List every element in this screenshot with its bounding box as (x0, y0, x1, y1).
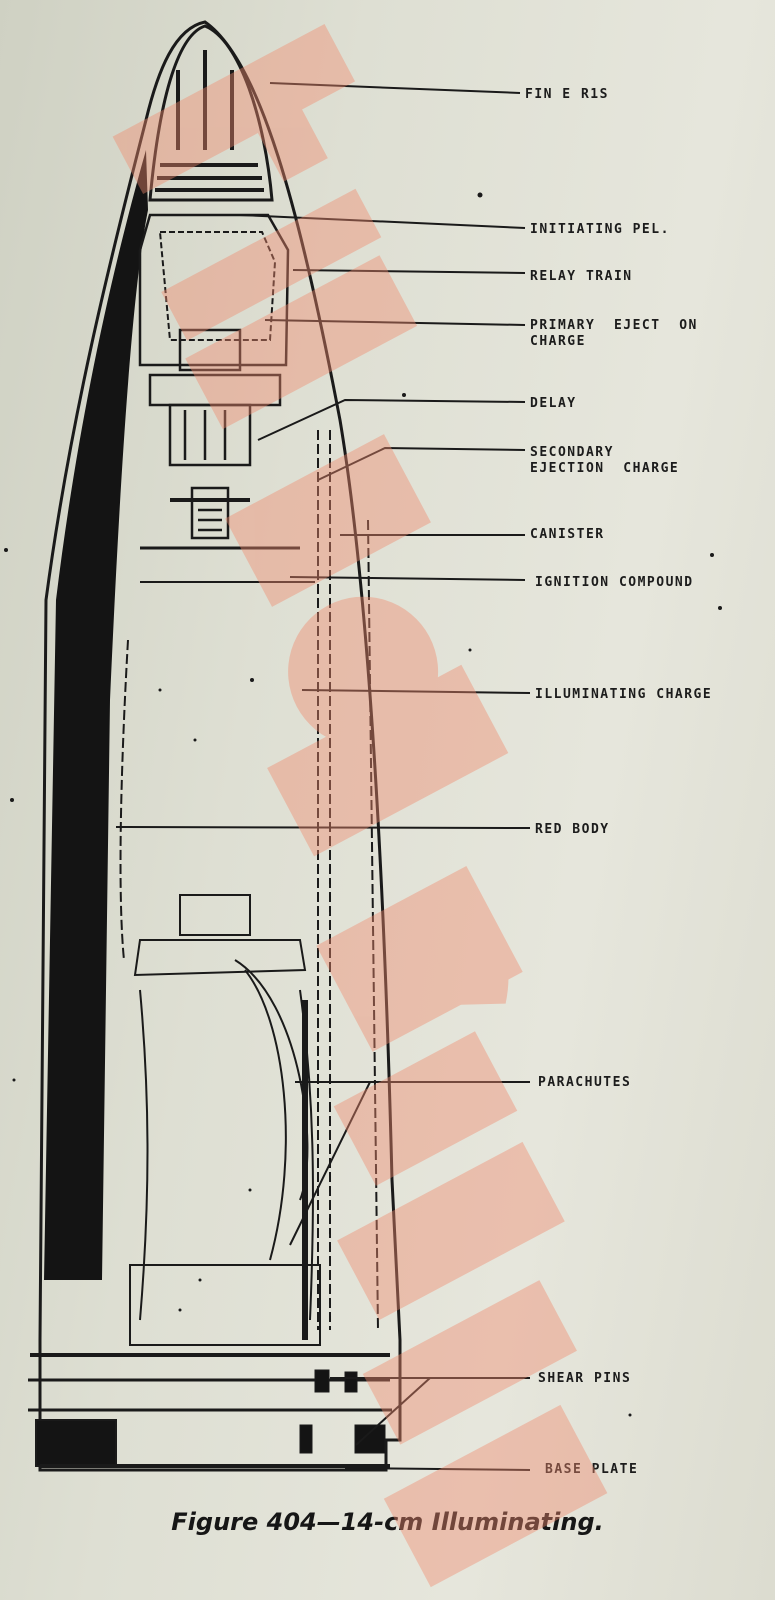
label-base-plate: BASE PLATE (545, 1462, 639, 1477)
print-speckles (4, 192, 722, 1417)
label-parachutes: PARACHUTES (538, 1075, 632, 1090)
fuze-mechanism (148, 328, 282, 540)
label-ignition-compound: IGNITION COMPOUND (535, 575, 694, 590)
base-section (28, 1353, 392, 1468)
label-fin-e-r1s: FIN E R1S (525, 87, 609, 102)
leader-lines (115, 82, 531, 1471)
shell-outline (38, 20, 402, 1472)
fuze-nose (148, 24, 274, 202)
label-shear-pins: SHEAR PINS (538, 1371, 632, 1386)
label-red-body: RED BODY (535, 822, 610, 837)
label-illuminating-charge: ILLUMINATING CHARGE (535, 687, 713, 702)
label-delay: DELAY (530, 396, 577, 411)
fuze-body (138, 213, 290, 367)
figure-caption: Figure 404—14-cm Illuminating. (171, 1508, 604, 1536)
shell-wall-left (44, 150, 148, 1280)
parachute-pack (129, 894, 321, 1346)
canister-walls (119, 430, 379, 1331)
fuze-nose-details (155, 50, 264, 192)
label-primary-ejection-charge: PRIMARY EJECT ON CHARGE (530, 318, 698, 349)
label-canister: CANISTER (530, 527, 605, 542)
label-relay-train: RELAY TRAIN (530, 269, 633, 284)
label-initiating-pel: INITIATING PEL. (530, 222, 670, 237)
label-secondary-ejection-charge: SECONDARY EJECTION CHARGE (530, 445, 680, 476)
fuze-upper-chamber (158, 231, 277, 341)
